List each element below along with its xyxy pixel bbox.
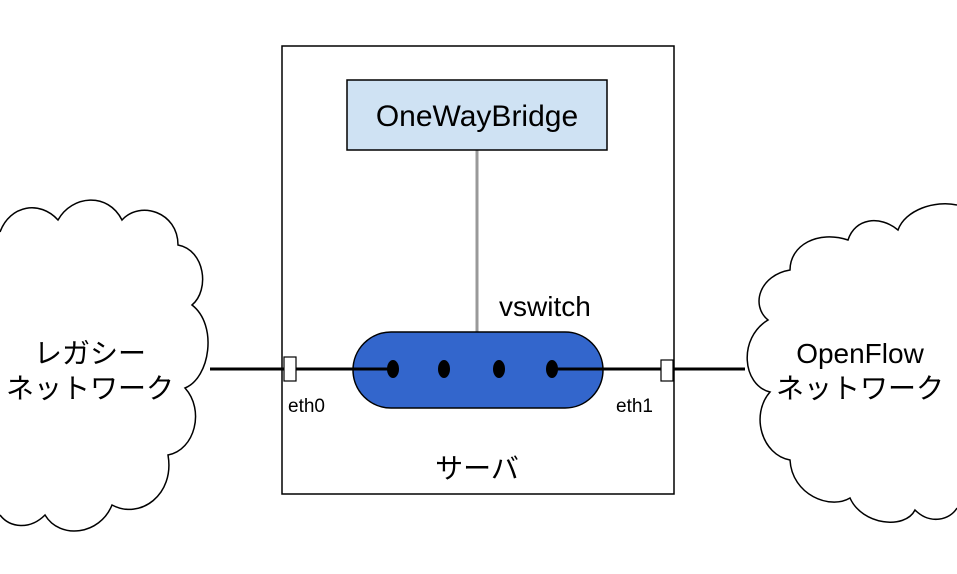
eth1-port	[660, 359, 674, 382]
openflow-network-cloud	[746, 203, 957, 523]
onewaybridge-box	[346, 79, 608, 151]
openflow-network-label-line1: OpenFlow	[796, 338, 924, 369]
vswitch-port-dot	[493, 360, 505, 378]
legacy-network-cloud	[0, 199, 209, 532]
vswitch-port-dot	[387, 360, 399, 378]
legacy-network-label-line2: ネットワーク	[6, 372, 174, 405]
server-box	[281, 45, 675, 495]
vswitch-port-dot	[546, 360, 558, 378]
vswitch-label: vswitch	[499, 291, 591, 322]
onewaybridge-label: OneWayBridge	[376, 100, 578, 133]
eth0-label: eth0	[288, 396, 325, 417]
vswitch-port-dot	[438, 360, 450, 378]
eth0-port	[283, 356, 297, 382]
legacy-network-label-line1: レガシー	[34, 337, 146, 370]
server-label: サーバ	[435, 452, 519, 485]
openflow-network-label-line2: ネットワーク	[776, 372, 944, 405]
eth1-label: eth1	[616, 396, 653, 417]
